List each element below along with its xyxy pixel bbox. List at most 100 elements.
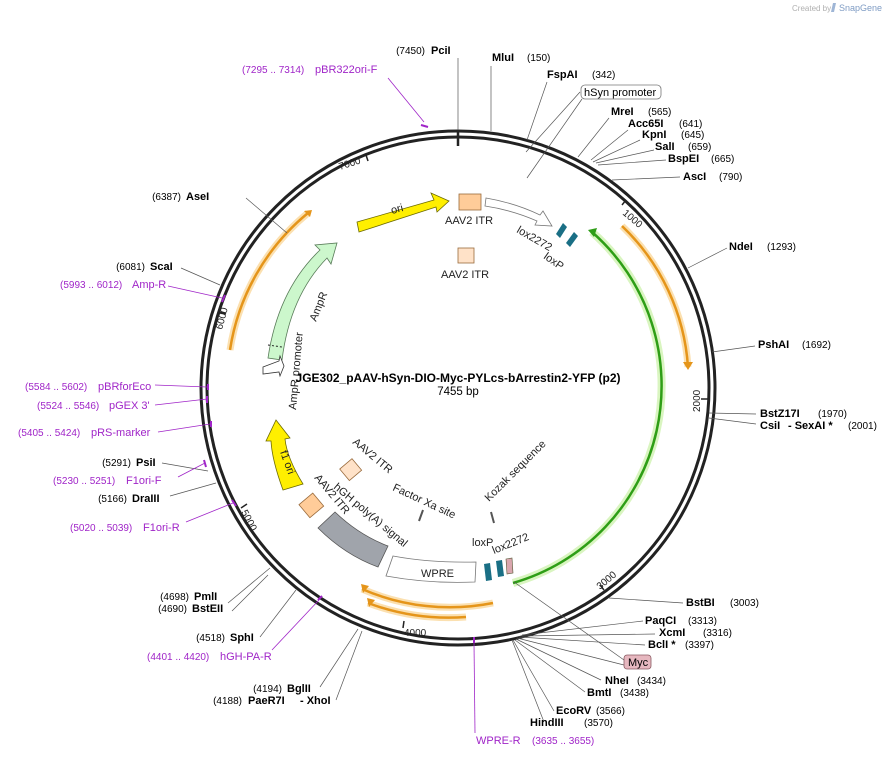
enzyme-ndei-pos: (1293): [767, 242, 796, 253]
enzyme-leader-lines: [161, 58, 757, 723]
enzyme-bmti-pos: (3438): [620, 688, 649, 699]
arc-orange-right: [621, 225, 690, 368]
enzyme-fspai-pos: (342): [592, 70, 615, 81]
myc-tag-text: Myc: [628, 657, 649, 669]
feature-myc-mark: [505, 557, 514, 575]
enzyme-pcii-name: PciI: [431, 45, 451, 57]
arc-green-glow: [511, 228, 666, 587]
snapgene-logo-icon: [831, 3, 836, 12]
enzyme-bstbi-name: BstBI: [686, 597, 715, 609]
enzyme-paqci-pos: (3313): [688, 616, 717, 627]
primer-pbrforeco-range: (5584 .. 5602): [25, 382, 87, 393]
enzyme-sphi-pos: (4518): [196, 633, 225, 644]
tick-label-4000: 4000: [404, 628, 427, 639]
enzyme-ecorv-name: EcoRV: [556, 705, 592, 717]
feature-loxp-bottom-mark: [484, 563, 492, 581]
arc-orange-bottom2: [367, 601, 467, 619]
enzyme-xcmi-name: XcmI: [659, 627, 685, 639]
primer-hgh-pa-r-name: hGH-PA-R: [220, 651, 272, 663]
enzyme-ecorv-pos: (3566): [596, 706, 625, 717]
primer-f1ori-r-name: F1ori-R: [143, 522, 180, 534]
primers: (7295 .. 7314) pBR322ori-F (5993 .. 6012…: [18, 64, 594, 747]
enzyme-bsteii-pos: (4690): [158, 604, 187, 615]
enzyme-bcli-name: BclI *: [648, 639, 676, 651]
feature-tag-leaders: [513, 98, 625, 661]
enzyme-asei-pos: (6387): [152, 192, 181, 203]
feature-aav2-itr-bottom-box: [298, 492, 325, 519]
arc-orange-left-head: [304, 210, 312, 217]
enzyme-paer7i-name: PaeR7I: [248, 695, 285, 707]
enzyme-acc65i-name: Acc65I: [628, 118, 663, 130]
enzymes-left: (7450) PciI (6387) AseI (6081) ScaI (529…: [98, 45, 450, 707]
enzyme-bglii-name: BglII: [287, 683, 311, 695]
plasmid-name: JGE302_pAAV-hSyn-DIO-Myc-PYLcs-bArrestin…: [296, 371, 621, 385]
enzyme-mrei-pos: (565): [648, 107, 671, 118]
enzyme-scai-pos: (6081): [116, 262, 145, 273]
enzyme-bspei-name: BspEI: [668, 153, 699, 165]
feature-wpre-label: WPRE: [421, 568, 454, 580]
enzyme-nhei-name: NheI: [605, 675, 629, 687]
arc-orange-bottom1-head: [361, 584, 369, 593]
tick-label-2000: 2000: [692, 389, 703, 412]
feature-factor-xa-label: Factor Xa site: [391, 482, 458, 522]
enzyme-sphi-name: SphI: [230, 632, 254, 644]
feature-lox2272-top-mark: [556, 223, 567, 238]
primer-wpre-r-name: WPRE-R: [476, 735, 521, 747]
enzyme-bstbi-pos: (3003): [730, 598, 759, 609]
primer-f1ori-f-name: F1ori-F: [126, 475, 162, 487]
feature-kozak-label: Kozak sequence: [483, 438, 549, 504]
arc-orange-right-head: [683, 362, 693, 370]
feature-lox2272-bottom-mark: [496, 560, 504, 577]
enzyme-bstz17i-name: BstZ17I: [760, 408, 800, 420]
feature-wpre-arrow: [385, 555, 477, 583]
enzyme-asci-pos: (790): [719, 172, 742, 183]
primer-f1ori-r-range: (5020 .. 5039): [70, 523, 132, 534]
enzyme-draiii-name: DraIII: [132, 493, 160, 505]
enzyme-xhoi-name: - XhoI: [300, 695, 331, 707]
enzyme-pshai-pos: (1692): [802, 340, 831, 351]
primer-pgex3-range: (5524 .. 5546): [37, 401, 99, 412]
enzyme-asei-name: AseI: [186, 191, 209, 203]
myc-tag: [623, 654, 652, 670]
primer-pbr322ori-f-name: pBR322ori-F: [315, 64, 378, 76]
feature-factor-xa-mark: [418, 509, 424, 522]
primer-pbrforeco-name: pBRforEco: [98, 381, 151, 393]
enzyme-hindiii-name: HindIII: [530, 717, 564, 729]
primer-prs-marker-range: (5405 .. 5424): [18, 428, 80, 439]
primer-f1ori-f-range: (5230 .. 5251): [53, 476, 115, 487]
enzyme-hindiii-pos: (3570): [584, 718, 613, 729]
feature-aav2-itr-lower-box: [339, 458, 363, 482]
tick-marks: [218, 154, 708, 629]
arc-orange-left: [228, 212, 309, 351]
feature-ampr-arrow: [267, 242, 338, 361]
feature-kozak-mark: [490, 511, 495, 524]
feature-aav2-itr-mid-label: AAV2 ITR: [441, 269, 489, 281]
primer-prs-marker-name: pRS-marker: [91, 427, 151, 439]
enzyme-ndei-name: NdeI: [729, 241, 753, 253]
enzyme-draiii-pos: (5166): [98, 494, 127, 505]
feature-ampr-label: AmpR: [308, 290, 331, 323]
feature-hsyn-promoter-arrow: [484, 197, 553, 227]
enzyme-kpni-pos: (645): [681, 130, 704, 141]
enzyme-paer7i-pos: (4188): [213, 696, 242, 707]
enzyme-sexai-name: - SexAI *: [788, 420, 833, 432]
enzyme-pmli-name: PmlI: [194, 591, 217, 603]
arc-green-head: [588, 228, 597, 237]
tick-label-5000: 5000: [238, 508, 258, 533]
feature-ampr-promoter-arrow: [262, 354, 285, 378]
enzyme-csii-pos: (2001): [848, 421, 877, 432]
feature-loxp-bottom-label: loxP: [472, 537, 493, 549]
feature-aav2-itr-top-label: AAV2 ITR: [445, 215, 493, 227]
enzyme-psii-name: PsiI: [136, 457, 156, 469]
arc-green: [512, 231, 663, 585]
feature-hgh-polya-block: [317, 511, 389, 568]
feature-ori-label: ori: [390, 202, 405, 217]
enzyme-mrei-name: MreI: [611, 106, 634, 118]
primer-amp-r-name: Amp-R: [132, 279, 166, 291]
hsyn-promoter-tag-text: hSyn promoter: [584, 87, 656, 99]
enzyme-mlui-pos: (150): [527, 53, 550, 64]
enzyme-kpni-name: KpnI: [642, 129, 666, 141]
enzyme-csii-name: CsiI: [760, 420, 780, 432]
enzyme-bmti-name: BmtI: [587, 687, 611, 699]
